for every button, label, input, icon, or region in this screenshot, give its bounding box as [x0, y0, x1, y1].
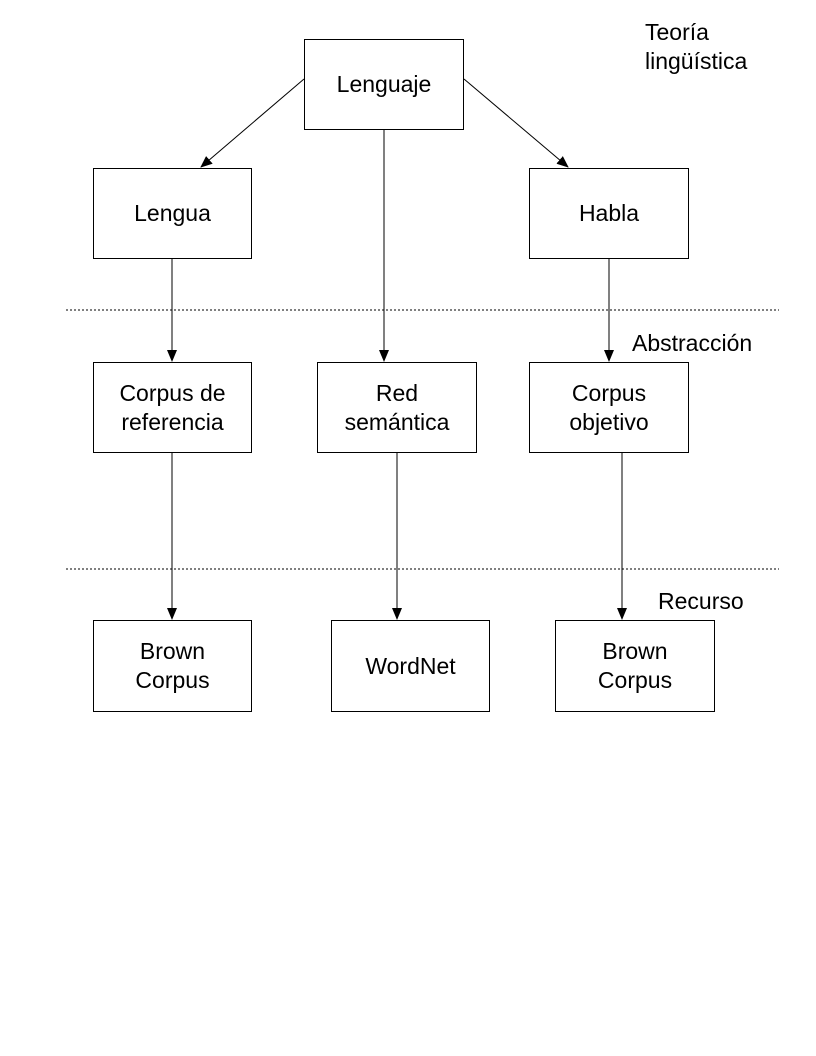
node-lengua: Lengua [93, 168, 252, 259]
node-habla: Habla [529, 168, 689, 259]
node-corpus-referencia: Corpus de referencia [93, 362, 252, 453]
node-wordnet: WordNet [331, 620, 490, 712]
node-brown-corpus-right: Brown Corpus [555, 620, 715, 712]
arrow-lenguaje-to-lengua [200, 78, 305, 168]
level-label-abstraction: Abstracción [632, 330, 753, 356]
node-corpus-objetivo: Corpus objetivo [529, 362, 689, 453]
node-red-semantica: Red semántica [317, 362, 477, 453]
node-lenguaje: Lenguaje [304, 39, 464, 130]
node-brown-corpus-left: Brown Corpus [93, 620, 252, 712]
level-label-resource: Recurso [658, 588, 744, 614]
arrow-lenguaje-to-habla [463, 78, 569, 168]
level-label-theory: Teoría lingüística [645, 19, 748, 74]
